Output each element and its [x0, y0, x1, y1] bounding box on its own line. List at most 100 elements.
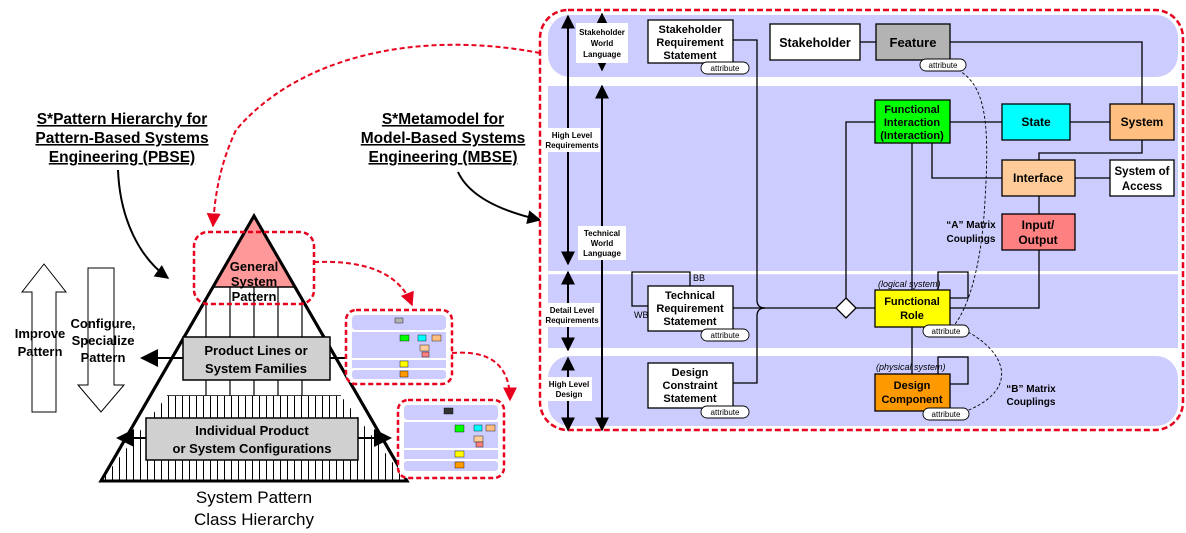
config-thumbnail	[396, 398, 506, 480]
band-label-stakeholder-3: Language	[583, 50, 621, 59]
pbse-title-line-3: Engineering (PBSE)	[49, 149, 195, 166]
band-label-detail-1: Detail Level	[550, 306, 594, 315]
band-label-bg-design	[546, 377, 592, 401]
product-lines-left-arrow-icon	[140, 349, 158, 367]
system-of-access-label-1: System of	[1115, 166, 1170, 178]
general-pattern-label-3: Pattern	[232, 289, 277, 304]
band-label-high-level-2: Requirements	[545, 141, 599, 150]
physical-system-label: (physical system)	[876, 362, 946, 372]
band-label-detail-2: Requirements	[545, 316, 599, 325]
attribute-badges: attribute attribute attribute attribute …	[700, 58, 970, 421]
band-label-bg-high-level	[544, 128, 600, 152]
bb-label: BB	[693, 273, 705, 283]
mbse-arrow	[457, 171, 542, 225]
band-label-stakeholder-2: World	[591, 39, 614, 48]
node-functional-interaction: Functional Interaction (Interaction)	[874, 99, 951, 144]
individual-config-label-2: or System Configurations	[173, 441, 332, 456]
band-design	[548, 356, 1178, 426]
band-label-technical-3: Language	[583, 249, 621, 258]
a-matrix-label-1: “A” Matrix	[946, 220, 996, 231]
stakeholder-label: Stakeholder	[779, 36, 851, 50]
attribute-badge-5: attribute	[711, 408, 740, 417]
functional-role-label-1: Functional	[884, 296, 940, 308]
product-lines-label-2: System Families	[205, 361, 307, 376]
individual-config-left-arrow-icon	[116, 429, 134, 447]
product-line-thumbnail	[344, 308, 454, 386]
node-state: State	[1001, 103, 1071, 141]
band-label-stakeholder-1: Stakeholder	[579, 28, 625, 37]
configure-label-2: Specialize	[72, 333, 135, 348]
improve-arrow-icon	[20, 263, 68, 413]
general-pattern-to-metamodel-link	[206, 43, 541, 228]
node-design-component: Design Component	[874, 373, 951, 412]
b-matrix-label-2: Couplings	[1007, 397, 1056, 408]
band-label-high-level-1: High Level	[552, 131, 592, 140]
input-output-label-2: Output	[1018, 233, 1057, 247]
functional-role-label-2: Role	[900, 310, 924, 322]
attribute-badge-2: attribute	[929, 61, 958, 70]
a-matrix-coupling-curve	[949, 69, 988, 331]
stakeholder-req-label-3: Statement	[663, 50, 717, 62]
improve-label-2: Pattern	[18, 344, 63, 359]
band-stakeholder	[548, 15, 1178, 77]
b-matrix-coupling-curve	[954, 331, 1002, 416]
node-system-of-access: System of Access	[1109, 159, 1175, 197]
functional-interaction-label-2: Interaction	[884, 117, 941, 129]
design-constraint-label-1: Design	[672, 367, 709, 379]
pbse-title-line-2: Pattern-Based Systems	[35, 130, 208, 147]
individual-config-box	[145, 417, 359, 461]
design-constraint-label-2: Constraint	[663, 380, 718, 392]
node-feature: Feature	[875, 23, 951, 61]
pbse-title-line-1: S*Pattern Hierarchy for	[37, 111, 208, 128]
band-label-bg-stakeholder	[576, 23, 628, 63]
general-pattern-label-2: System	[231, 274, 277, 289]
mbse-title-line-3: Engineering (MBSE)	[369, 149, 518, 166]
attribute-badge-3: attribute	[711, 331, 740, 340]
pbse-title: S*Pattern Hierarchy for Pattern-Based Sy…	[35, 111, 208, 166]
functional-interaction-label-3: (Interaction)	[880, 130, 944, 142]
improve-label-1: Improve	[15, 326, 66, 341]
pbse-arrow	[117, 169, 170, 279]
a-matrix-label-2: Couplings	[947, 234, 996, 245]
band-label-bg-technical	[578, 226, 626, 260]
mbse-title: S*Metamodel for Model-Based Systems Engi…	[361, 111, 526, 166]
stakeholder-req-label-1: Stakeholder	[659, 24, 723, 36]
general-pattern-label-1: General	[230, 259, 278, 274]
configure-label-3: Pattern	[81, 350, 126, 365]
attribute-badge-6: attribute	[932, 410, 961, 419]
attribute-badge-4: attribute	[932, 327, 961, 336]
mbse-title-line-2: Model-Based Systems	[361, 130, 526, 147]
system-label: System	[1121, 115, 1164, 129]
input-output-label-1: Input/	[1022, 218, 1055, 232]
node-stakeholder-requirement: Stakeholder Requirement Statement	[647, 19, 734, 64]
feature-label: Feature	[890, 35, 937, 50]
general-pattern-callout	[192, 230, 316, 306]
state-label: State	[1021, 115, 1051, 129]
technical-req-label-1: Technical	[665, 290, 715, 302]
stakeholder-req-label-2: Requirement	[656, 37, 724, 49]
node-input-output: Input/ Output	[1001, 213, 1076, 251]
node-interface: Interface	[1001, 159, 1076, 197]
product-lines-box	[182, 336, 331, 381]
attribute-badge-1: attribute	[711, 64, 740, 73]
node-system: System	[1109, 103, 1175, 141]
b-matrix-label-1: “B” Matrix	[1006, 384, 1056, 395]
system-of-access-label-2: Access	[1122, 181, 1162, 193]
node-design-constraint: Design Constraint Statement	[647, 362, 734, 409]
design-component-label-2: Component	[881, 394, 942, 406]
product-lines-label-1: Product Lines or	[204, 343, 307, 358]
node-technical-requirement: Technical Requirement Statement	[647, 285, 734, 332]
node-stakeholder: Stakeholder	[769, 23, 861, 61]
interface-label: Interface	[1013, 171, 1063, 185]
design-constraint-label-3: Statement	[663, 393, 717, 405]
design-component-label-1: Design	[894, 380, 931, 392]
individual-config-right-arrow-icon	[374, 429, 392, 447]
config-thumb-link	[451, 351, 517, 402]
logical-system-label: (logical system)	[878, 279, 941, 289]
wb-label: WB	[634, 310, 649, 320]
band-label-design-2: Design	[556, 390, 583, 399]
functional-interaction-label-1: Functional	[884, 104, 940, 116]
band-label-technical-2: World	[591, 239, 614, 248]
technical-req-label-2: Requirement	[656, 303, 724, 315]
